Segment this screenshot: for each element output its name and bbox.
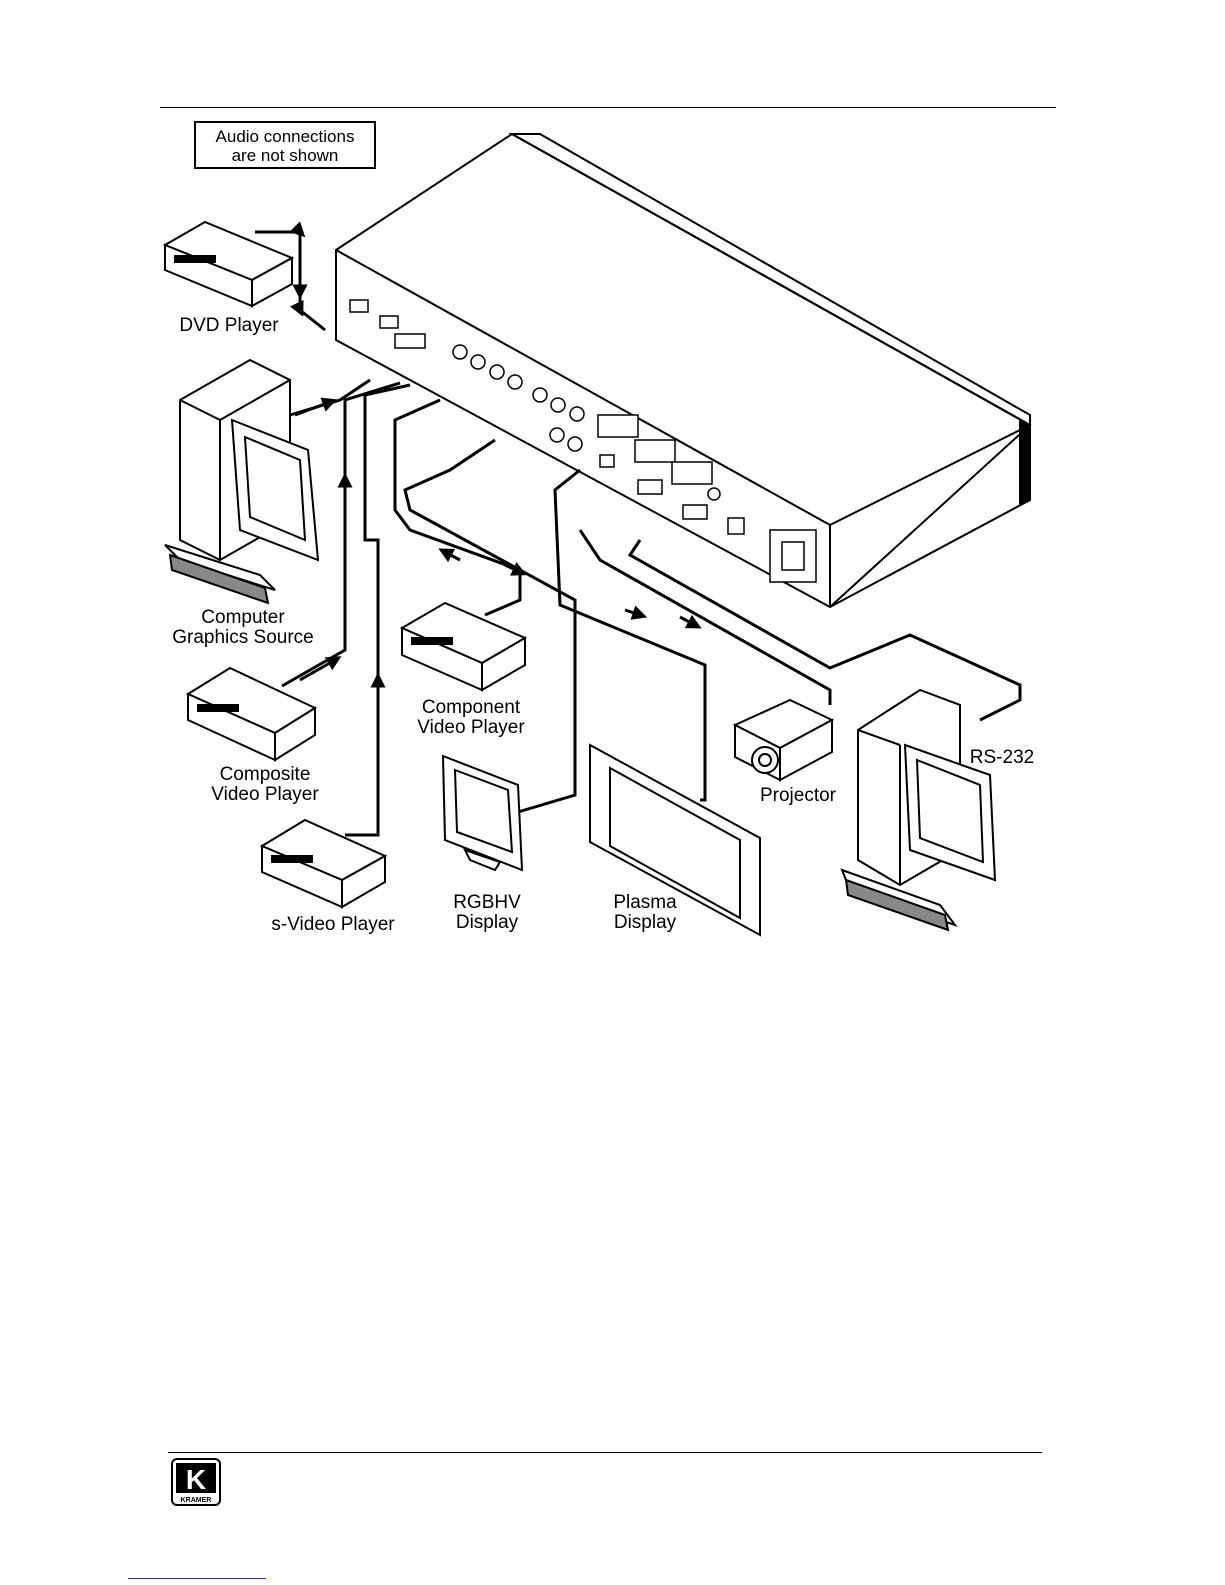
plasma-label-line2: Display [600, 913, 690, 933]
footer-rule [168, 1452, 1042, 1453]
composite-label-line2: Video Player [190, 785, 340, 805]
plasma-label-line1: Plasma [600, 893, 690, 913]
switcher-unit [336, 134, 1030, 607]
rs232-label: RS-232 [962, 748, 1042, 768]
component-label-line1: Component [396, 698, 546, 718]
svg-text:K: K [186, 1464, 206, 1495]
projector-label: Projector [748, 786, 848, 806]
rgbhv-display [443, 756, 522, 870]
computer-source [165, 360, 318, 603]
svideo-player [262, 820, 385, 907]
dvd-player [165, 222, 292, 306]
composite-player [188, 668, 315, 760]
svg-text:KRAMER: KRAMER [181, 1497, 212, 1504]
computer-label-line1: Computer [168, 608, 318, 628]
footer-link-underline [128, 1578, 266, 1579]
component-label-line2: Video Player [396, 718, 546, 738]
computer-label-line2: Graphics Source [160, 628, 326, 648]
svideo-label: s-Video Player [258, 915, 408, 935]
composite-label-line1: Composite [190, 765, 340, 785]
component-player [402, 603, 525, 690]
connection-diagram [0, 0, 1225, 1000]
dvd-player-label: DVD Player [170, 316, 288, 336]
rgbhv-label-line1: RGBHV [442, 893, 532, 913]
projector [735, 700, 832, 780]
control-computer [842, 690, 995, 930]
kramer-logo: K KRAMER [171, 1458, 221, 1506]
rgbhv-label-line2: Display [442, 913, 532, 933]
